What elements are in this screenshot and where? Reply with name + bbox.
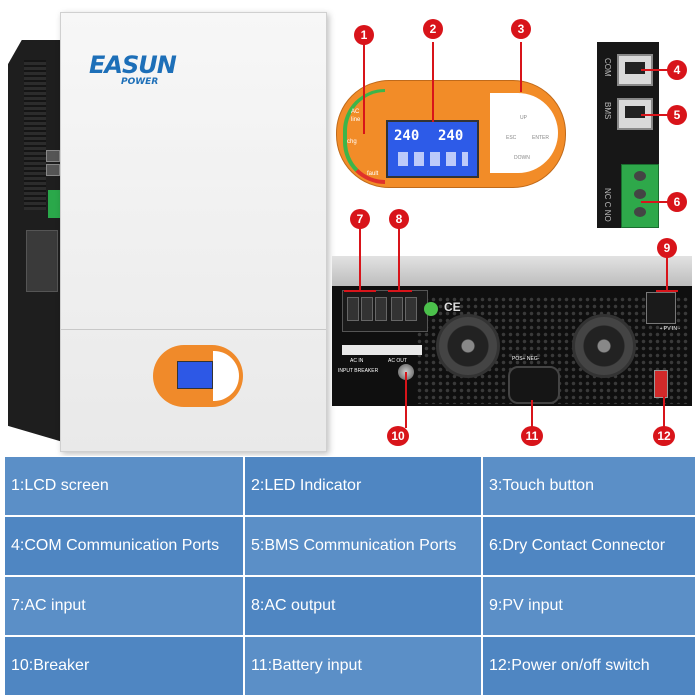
legend-cell: 2:LED Indicator xyxy=(244,456,482,516)
battery-input[interactable] xyxy=(508,366,560,404)
lcd-input-value: 240 xyxy=(394,128,420,144)
leader-line-11 xyxy=(531,400,533,428)
legend-cell: 3:Touch button xyxy=(482,456,696,516)
legend-cell: 6:Dry Contact Connector xyxy=(482,516,696,576)
lcd-icons xyxy=(398,152,468,166)
leader-line-6 xyxy=(641,201,669,203)
touch-button-area[interactable]: ESC ENTER UP DOWN xyxy=(490,93,558,173)
leader-line-7 xyxy=(359,224,361,292)
legend-table: 1:LCD screen 2:LED Indicator 3:Touch but… xyxy=(4,456,696,696)
up-button[interactable]: UP xyxy=(520,115,527,121)
marker-5: 5 xyxy=(667,105,687,125)
dry-contact-terminal[interactable] xyxy=(621,164,659,228)
inverter-front: EASUN POWER xyxy=(60,12,327,452)
led-label-chg: chg xyxy=(347,139,357,145)
breaker-label: INPUT BREAKER xyxy=(338,368,379,374)
legend-cell: 11:Battery input xyxy=(244,636,482,696)
legend-cell: 1:LCD screen xyxy=(4,456,244,516)
marker-10: 10 xyxy=(387,426,409,446)
leader-line-9 xyxy=(666,256,668,292)
inverter-side xyxy=(8,40,63,442)
led-label-line: line xyxy=(351,117,361,123)
marker-6: 6 xyxy=(667,192,687,212)
side-label-sticker xyxy=(26,230,58,292)
marker-9: 9 xyxy=(657,238,677,258)
leader-line-8 xyxy=(398,224,400,292)
mini-control-panel xyxy=(153,345,243,407)
fan-right xyxy=(572,314,636,378)
marker-3: 3 xyxy=(511,19,531,39)
led-label-fault: fault xyxy=(367,171,379,177)
pv-input-terminal[interactable] xyxy=(646,292,676,324)
ac-terminal-block xyxy=(342,290,428,332)
panel-seam xyxy=(61,329,326,330)
down-button[interactable]: DOWN xyxy=(514,155,530,161)
terminal-label-strip xyxy=(342,345,422,355)
fan-left xyxy=(436,314,500,378)
marker-2: 2 xyxy=(423,19,443,39)
led-label-ac: AC xyxy=(351,109,360,115)
marker-4: 4 xyxy=(667,60,687,80)
enter-button[interactable]: ENTER xyxy=(532,135,549,141)
leader-line-4 xyxy=(641,69,669,71)
brand-logo: EASUN xyxy=(89,51,177,79)
brand-logo-sub: POWER xyxy=(121,77,159,87)
side-grille xyxy=(24,60,46,210)
leader-line-3 xyxy=(520,42,522,92)
marker-8: 8 xyxy=(389,209,409,229)
legend-cell: 5:BMS Communication Ports xyxy=(244,516,482,576)
power-switch[interactable] xyxy=(654,370,668,398)
dry-contact-label: NC C NO xyxy=(603,188,612,222)
inverter-back-top xyxy=(332,256,692,286)
ac-in-label: AC IN xyxy=(350,358,364,364)
eco-mark-icon xyxy=(424,302,438,316)
com-label: COM xyxy=(603,58,612,77)
leader-bracket-8 xyxy=(388,290,412,292)
side-terminal xyxy=(48,190,60,218)
leader-line-1 xyxy=(363,42,365,134)
bms-label: BMS xyxy=(603,102,612,120)
marker-7: 7 xyxy=(350,209,370,229)
ac-out-label: AC OUT xyxy=(388,358,407,364)
legend-cell: 4:COM Communication Ports xyxy=(4,516,244,576)
side-port xyxy=(46,164,60,176)
side-port xyxy=(46,150,60,162)
leader-line-5 xyxy=(641,114,669,116)
leader-bracket-9 xyxy=(656,290,678,292)
marker-11: 11 xyxy=(521,426,543,446)
leader-line-2 xyxy=(432,42,434,122)
legend-cell: 7:AC input xyxy=(4,576,244,636)
esc-button[interactable]: ESC xyxy=(506,135,517,141)
mini-lcd xyxy=(177,361,213,389)
marker-12: 12 xyxy=(653,426,675,446)
legend-cell: 9:PV input xyxy=(482,576,696,636)
leader-bracket-7 xyxy=(344,290,376,292)
legend-cell: 8:AC output xyxy=(244,576,482,636)
lcd-output-value: 240 xyxy=(438,128,464,144)
leader-line-12 xyxy=(663,396,665,428)
marker-1: 1 xyxy=(354,25,374,45)
mini-touch-area xyxy=(213,351,239,401)
ce-mark: CE xyxy=(444,300,461,314)
lcd-screen: 240 240 xyxy=(386,120,479,178)
battery-label: POS+ NEG- xyxy=(512,356,540,362)
legend-cell: 12:Power on/off switch xyxy=(482,636,696,696)
pv-label: + PV IN - xyxy=(659,326,680,332)
legend-cell: 10:Breaker xyxy=(4,636,244,696)
leader-line-10 xyxy=(405,372,407,428)
